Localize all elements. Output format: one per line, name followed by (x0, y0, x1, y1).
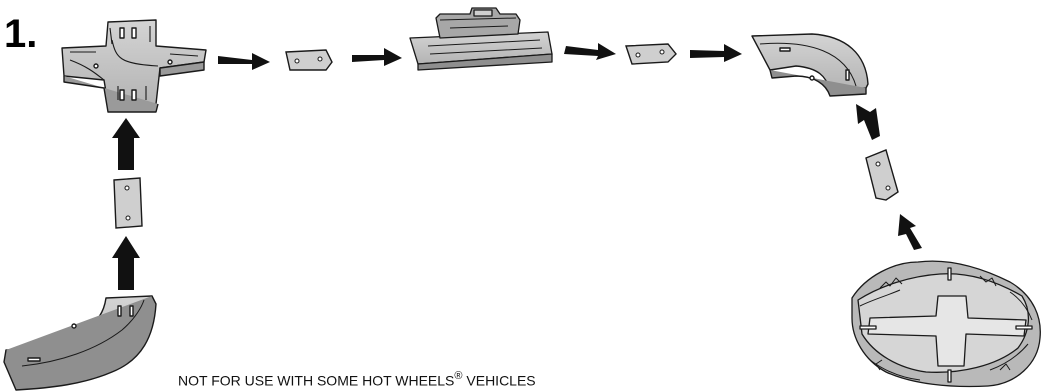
arrow-up-icon (112, 236, 140, 290)
curve-piece (751, 33, 869, 97)
connector-piece (625, 43, 677, 65)
step-number: 1. (4, 12, 38, 56)
launcher-piece (409, 7, 553, 71)
arrow-up-icon (898, 214, 922, 250)
rocky-crossroad-piece (851, 260, 1041, 388)
arrow-right-icon (690, 44, 742, 62)
arrow-right-icon (352, 48, 402, 66)
footnote-text: NOT FOR USE WITH SOME HOT WHEELS (178, 372, 455, 389)
registered-mark: ® (454, 370, 463, 382)
connector-piece (285, 49, 333, 71)
arrow-up-icon (112, 118, 140, 170)
footnote-text-end: VEHICLES (462, 372, 536, 389)
connector-piece (113, 177, 143, 229)
crossroad-piece (61, 19, 207, 113)
arrow-right-icon (564, 43, 616, 60)
curve-piece (3, 295, 157, 391)
arrow-up-icon (856, 104, 880, 140)
arrow-right-icon (218, 53, 270, 70)
safety-footnote: NOT FOR USE WITH SOME HOT WHEELS® VEHICL… (178, 370, 536, 389)
connector-piece (865, 149, 899, 201)
